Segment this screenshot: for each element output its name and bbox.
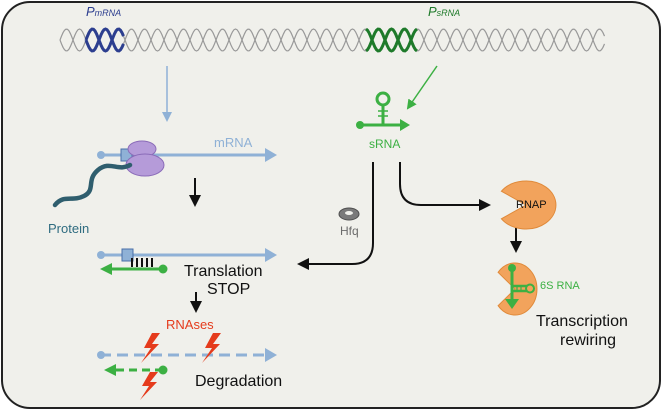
transcription-label: Transcription [536, 313, 628, 330]
ribosome [125, 140, 165, 177]
rnase-bolt-icon [140, 372, 158, 400]
dna-helix [59, 27, 606, 53]
degraded-mrna [97, 348, 277, 362]
rnases-label: RNAses [166, 317, 214, 332]
protein-chain [52, 162, 133, 208]
srna-to-rnap-arrow [399, 162, 491, 211]
rnase-bolt-icon [202, 333, 221, 363]
rnap-label: RNAP [516, 199, 547, 211]
hfq-label: Hfq [340, 224, 359, 238]
srna-transcription-arrow [406, 65, 438, 110]
mrna-molecule [97, 148, 277, 162]
promoter-mrna-label: PmRNA [86, 4, 122, 19]
degraded-srna [104, 364, 168, 376]
mrna-srna-pairing [97, 248, 277, 275]
six-s-rna-label: 6S RNA [540, 280, 580, 292]
degradation-label: Degradation [195, 373, 283, 390]
promoter-srna-label: PsRNA [428, 4, 461, 19]
six-s-rna-molecule [505, 264, 535, 309]
rnap-enzyme [500, 180, 557, 230]
hfq-protein [338, 207, 360, 221]
protein-label: Protein [48, 221, 90, 236]
stop-label: STOP [207, 281, 251, 298]
mrna-label: mRNA [214, 135, 253, 150]
rnase-bolt-icon [141, 333, 160, 363]
srna-molecule [356, 91, 410, 131]
srna-to-translation-arrow [297, 162, 374, 270]
translation-label: Translation [184, 263, 263, 280]
rewiring-label: rewiring [560, 332, 617, 349]
srna-label: sRNA [369, 137, 401, 151]
